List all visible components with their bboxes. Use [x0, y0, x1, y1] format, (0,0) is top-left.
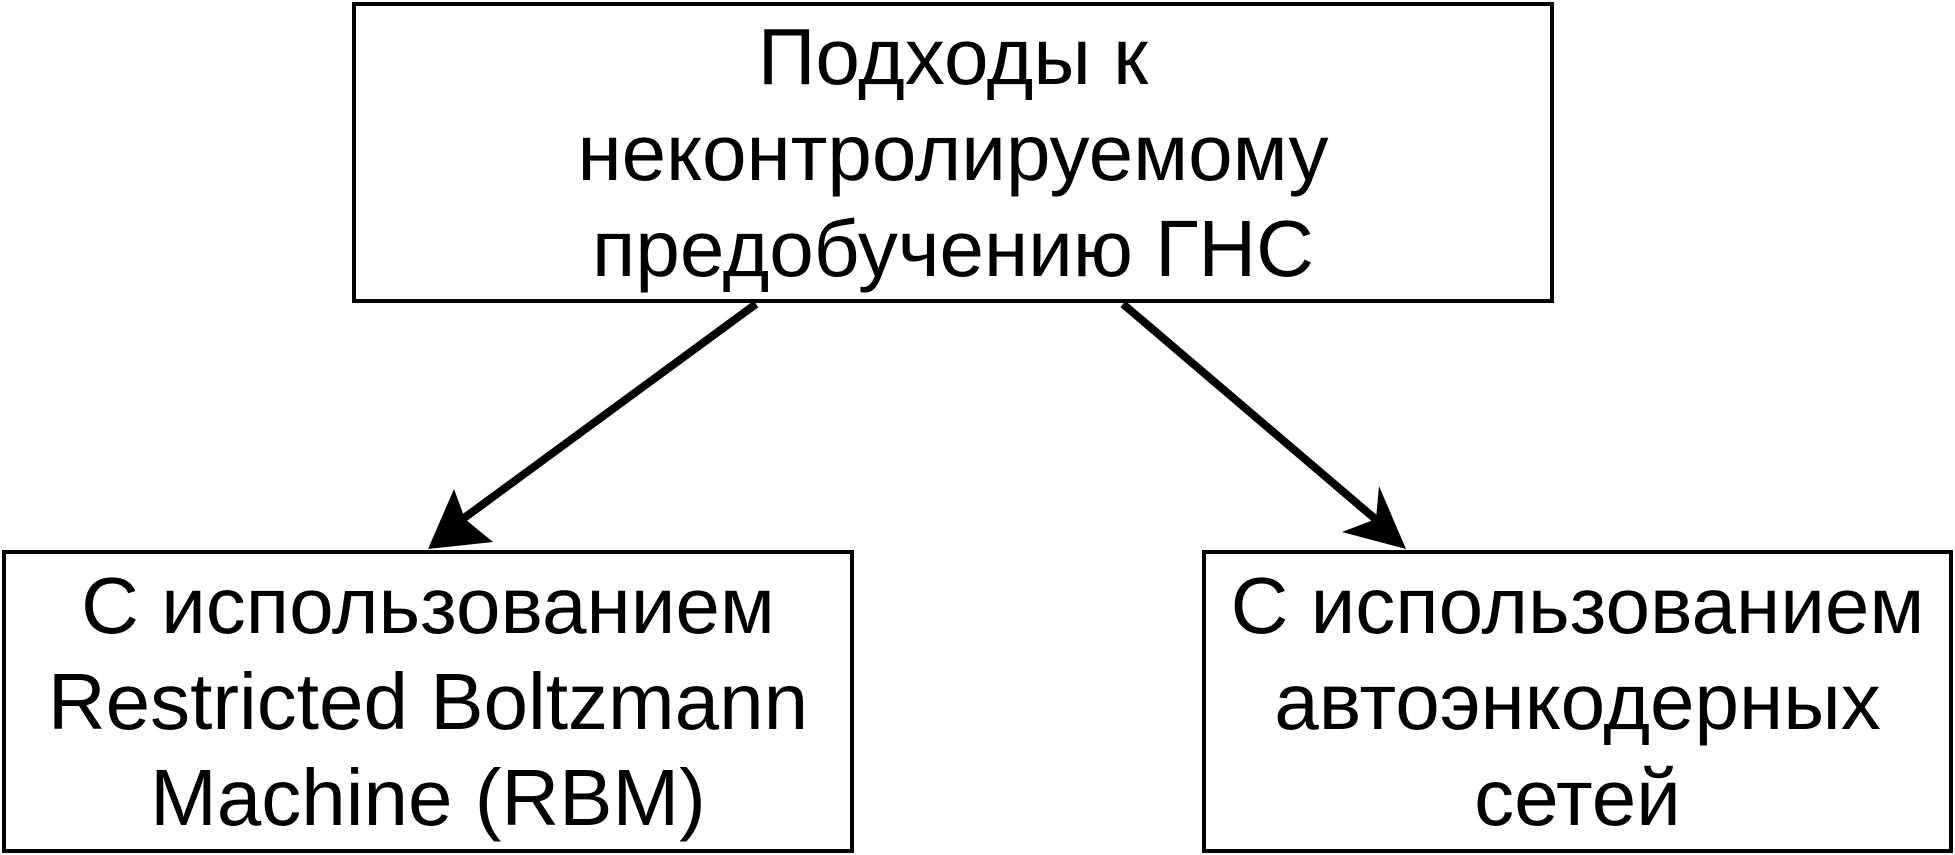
rbm-node-line-1: С использованием	[81, 560, 775, 650]
autoencoder-node-line-3: сетей	[1474, 752, 1681, 842]
autoencoder-node-line-2: автоэнкодерных	[1274, 656, 1881, 746]
rbm-node-line-2: Restricted Boltzmann	[47, 656, 809, 746]
root-node-unsupervised-pretraining: Подходы к неконтролируемому предобучению…	[352, 2, 1554, 303]
arrow-to-autoencoder	[1120, 300, 1406, 549]
autoencoder-node-line-1: С использованием	[1230, 560, 1925, 650]
child-node-rbm: С использованием Restricted Boltzmann Ma…	[2, 550, 854, 853]
root-node-line-1: Подходы к	[757, 11, 1149, 101]
child-node-autoencoder: С использованием автоэнкодерных сетей	[1202, 550, 1953, 853]
arrow-line-autoencoder	[1120, 300, 1383, 527]
arrow-head-rbm	[428, 489, 493, 549]
root-node-line-3: предобучению ГНС	[592, 203, 1314, 293]
arrow-head-autoencoder	[1342, 486, 1406, 549]
root-node-line-2: неконтролируемому	[577, 107, 1329, 197]
arrow-to-rbm	[428, 300, 759, 549]
arrow-line-rbm	[457, 300, 759, 525]
rbm-node-line-3: Machine (RBM)	[150, 752, 706, 842]
